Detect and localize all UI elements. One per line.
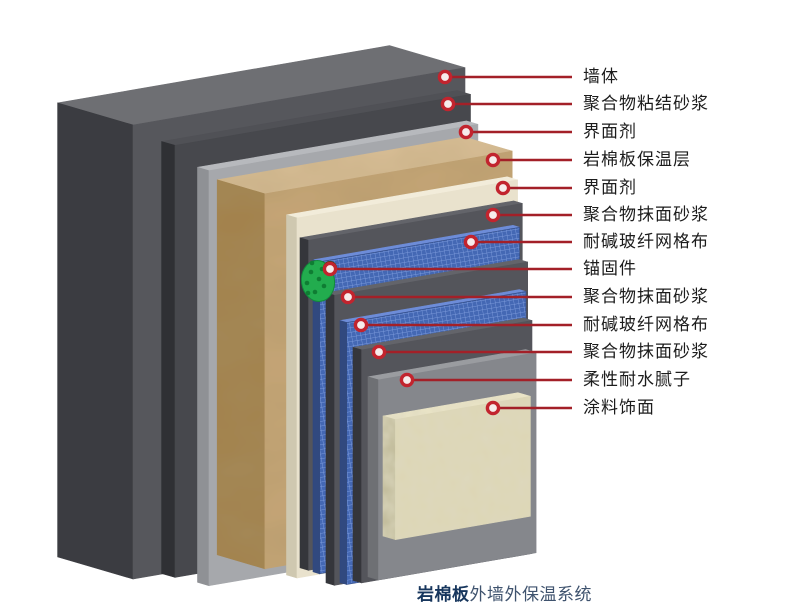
marker-ring-10: [371, 344, 387, 360]
marker-ring-1: [440, 96, 456, 112]
layer-putty-left: [367, 376, 379, 581]
marker-ring-8: [340, 289, 356, 305]
marker-ring-0: [437, 69, 453, 85]
layer-panels: [57, 45, 537, 587]
anchor-hole: [304, 280, 310, 286]
marker-ring-6: [463, 234, 479, 250]
system-caption: 岩棉板外墙外保温系统: [417, 580, 592, 605]
layer-bonding-left: [161, 141, 176, 578]
layer-interface1-left: [197, 166, 210, 587]
layer-wall-left: [57, 102, 134, 580]
anchor-hole: [321, 283, 327, 289]
marker-ring-9: [353, 317, 369, 333]
marker-ring-2: [458, 124, 474, 140]
anchor-hole: [312, 289, 318, 295]
anchor-hole: [305, 290, 311, 296]
layer-interface2-left: [286, 214, 298, 579]
marker-ring-12: [485, 400, 501, 416]
marker-ring-4: [495, 180, 511, 196]
callout-lines: [322, 69, 572, 416]
marker-ring-11: [399, 372, 415, 388]
caption-system: 外墙外保温系统: [469, 585, 592, 604]
layer-mesh2-left: [339, 320, 348, 585]
layer-finish-left: [382, 415, 396, 540]
layer-mortar2-left: [325, 292, 335, 586]
anchor-hole: [316, 276, 322, 282]
layer-rockwool-left: [216, 179, 266, 570]
layer-mortar3-left: [352, 347, 362, 584]
anchor-hole: [309, 260, 315, 266]
marker-ring-3: [485, 152, 501, 168]
layer-finish-front: [395, 395, 531, 540]
marker-ring-7: [322, 261, 338, 277]
caption-product: 岩棉板: [417, 585, 470, 604]
anchor-hole: [308, 269, 314, 275]
layer-mesh1-left: [312, 259, 321, 575]
marker-ring-5: [485, 207, 501, 223]
